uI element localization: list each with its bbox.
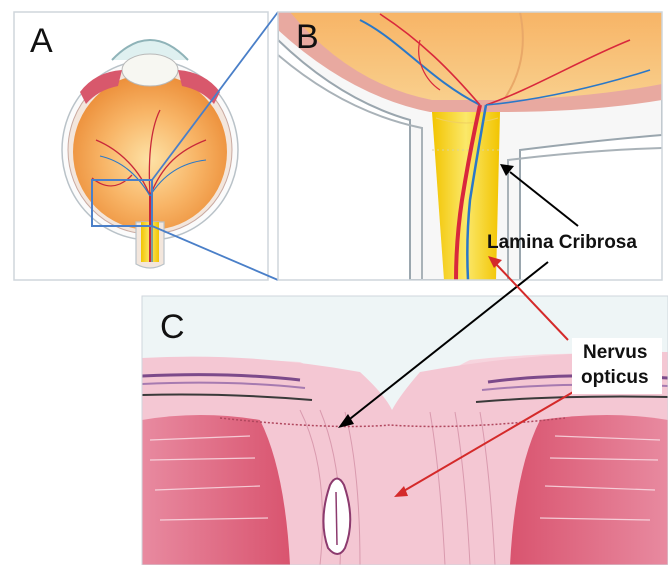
nervus-opticus-line2: opticus — [581, 367, 649, 388]
lamina-cribrosa-label: Lamina Cribrosa — [487, 232, 637, 253]
panel-c: C — [142, 296, 668, 565]
nervus-opticus-label: Nervus opticus — [572, 338, 662, 394]
panel-b: B Lamina Cribrosa — [278, 12, 662, 280]
panel-a: A — [14, 12, 268, 280]
nervus-opticus-line1: Nervus — [583, 342, 647, 363]
optic-nerve-head-section — [142, 296, 668, 565]
panel-b-letter: B — [296, 18, 319, 56]
panel-c-letter: C — [160, 308, 185, 346]
panel-a-letter: A — [30, 22, 53, 60]
